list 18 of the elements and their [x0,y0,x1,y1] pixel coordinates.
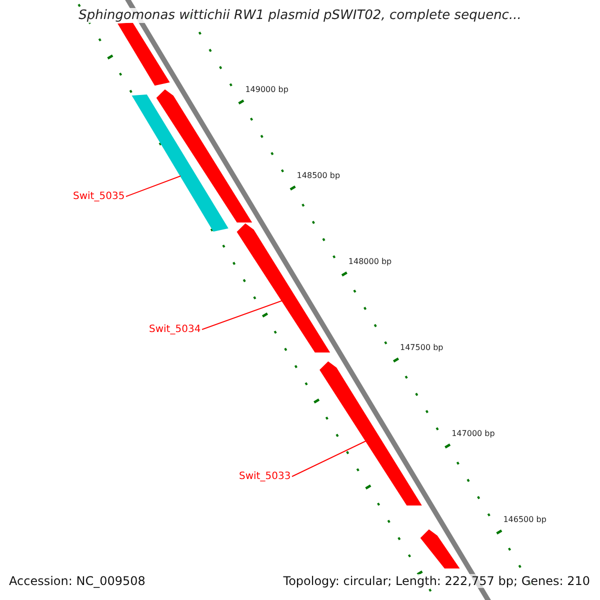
scale-label: 149000 bp [245,85,288,94]
gene-feature [132,94,228,232]
title: Sphingomonas wittichii RW1 plasmid pSWIT02, complete sequenc... [78,8,522,23]
scale-label: 147000 bp [452,429,495,438]
leader-line [202,300,284,330]
scale-label: 148500 bp [296,171,340,180]
gene-label: Swit_5034 [149,324,201,335]
gene-feature [236,223,330,352]
summary-text: Topology: circular; Length: 222,757 bp; Genes: 210 [283,574,590,588]
gene-label: Swit_5035 [73,191,125,202]
leader-line [292,440,368,477]
gene-label: Swit_5033 [239,471,291,482]
gene-feature [320,361,422,506]
leader-line [126,176,182,197]
gene-feature [118,22,170,86]
gene-feature [420,529,460,568]
accession-text: Accession: NC_009508 [9,574,146,588]
scale-label: 146500 bp [503,515,546,524]
